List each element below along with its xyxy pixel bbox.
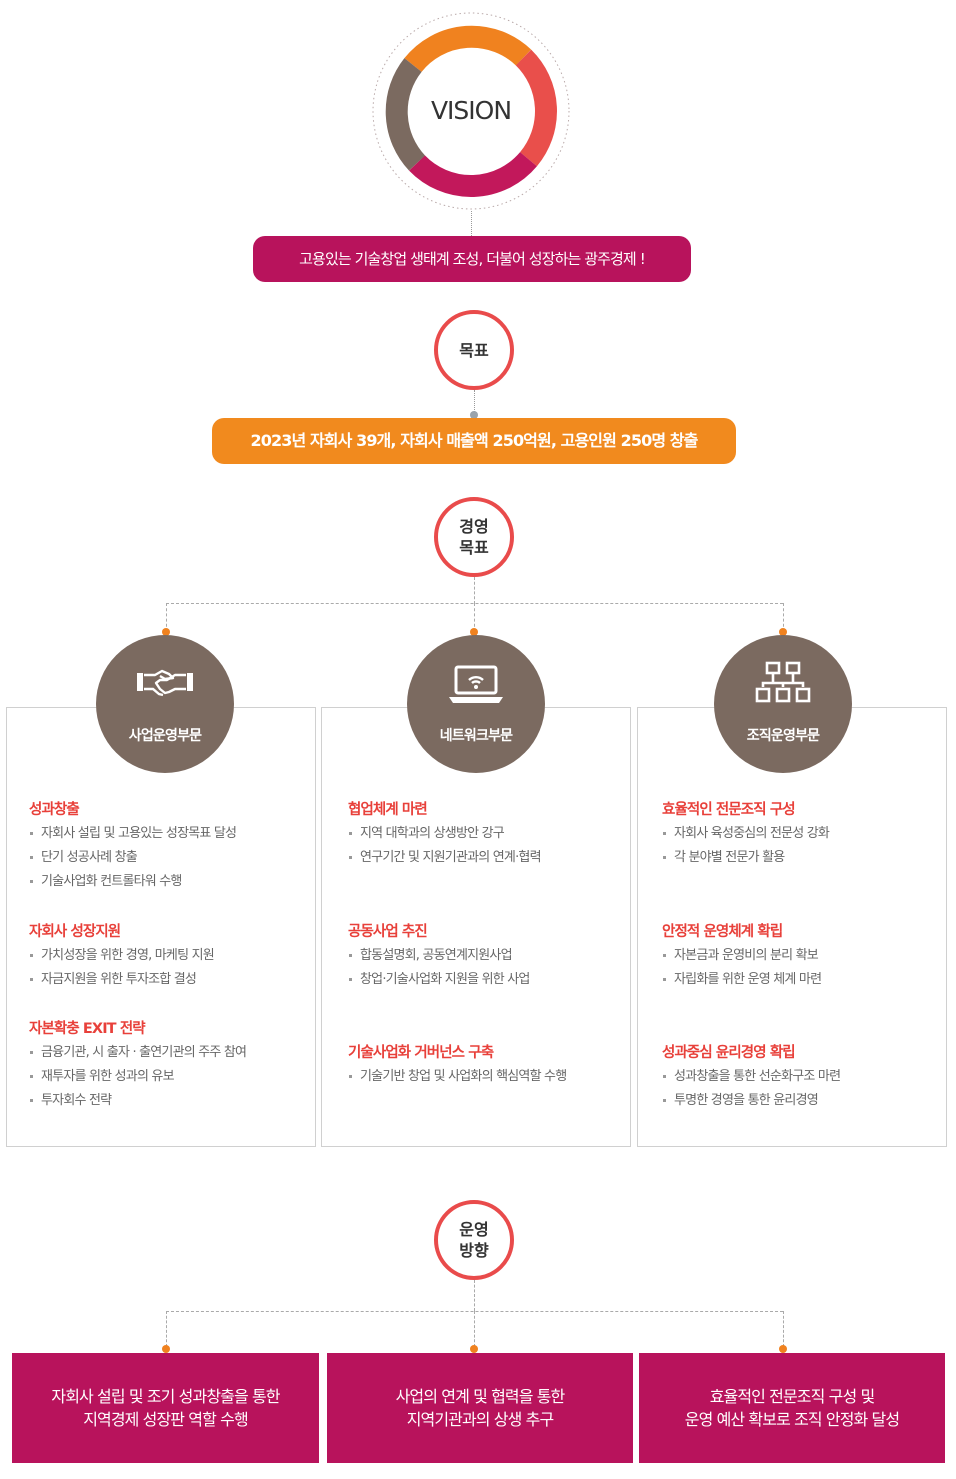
list-item: 기술사업화 컨트롤타워 수행 <box>29 873 236 897</box>
list-item: 창업·기술사업화 지원을 위한 사업 <box>348 971 530 995</box>
vision-ring <box>372 12 570 210</box>
management-goal-line1: 경영 <box>459 517 489 536</box>
section-block: 효율적인 전문조직 구성 자회사 육성중심의 전문성 강화 각 분야별 전문가 … <box>662 798 830 873</box>
connector <box>474 390 475 418</box>
connector <box>166 1311 167 1347</box>
management-goal-circle: 경영 목표 <box>434 497 514 577</box>
connector <box>166 603 167 632</box>
section-heading: 기술사업화 거버넌스 구축 <box>348 1045 494 1061</box>
section-block: 자본확충 EXIT 전략 금융기관, 시 출자 · 출연기관의 주주 참여 재투… <box>29 1017 247 1116</box>
org-chart-icon <box>714 661 852 709</box>
operation-direction-line1: 운영 <box>459 1220 489 1239</box>
goal-statement: 2023년 자회사 39개, 자회사 매출액 250억원, 고용인원 250명 … <box>212 418 736 464</box>
direction-line: 자회사 설립 및 조기 성과창출을 통한 <box>51 1387 280 1406</box>
connector-node <box>779 628 787 636</box>
section-heading: 안정적 운영체계 확립 <box>662 924 783 940</box>
connector-node <box>470 628 478 636</box>
laptop-wifi-icon <box>407 665 545 705</box>
connector-node <box>779 1345 787 1353</box>
list-item: 지역 대학과의 상생방안 강구 <box>348 825 541 849</box>
list-item: 자회사 육성중심의 전문성 강화 <box>662 825 830 849</box>
connector <box>474 1311 475 1347</box>
section-heading: 성과중심 윤리경영 확립 <box>662 1045 796 1061</box>
handshake-icon <box>96 665 234 705</box>
list-item: 자회사 설립 및 고용있는 성장목표 달성 <box>29 825 237 849</box>
section-heading: 공동사업 추진 <box>348 924 428 940</box>
list-item: 합동설명회, 공동연계지원사업 <box>348 947 530 971</box>
connector <box>471 211 472 236</box>
list-item: 자립화를 위한 운영 체계 마련 <box>662 971 822 995</box>
direction-line: 지역기관과의 상생 추구 <box>406 1410 554 1429</box>
list-item: 자본금과 운영비의 분리 확보 <box>662 947 821 971</box>
connector-node <box>162 1345 170 1353</box>
direction-line: 사업의 연계 및 협력을 통한 <box>395 1387 566 1406</box>
section-block: 안정적 운영체계 확립 자본금과 운영비의 분리 확보 자립화를 위한 운영 체… <box>662 920 822 995</box>
list-item: 성과창출을 통한 선순화구조 마련 <box>662 1068 841 1092</box>
section-heading: 협업체계 마련 <box>348 802 428 818</box>
direction-box: 사업의 연계 및 협력을 통한 지역기관과의 상생 추구 <box>327 1353 633 1463</box>
goal-circle-label: 목표 <box>459 340 489 360</box>
department-card-network <box>321 707 631 1147</box>
list-item: 자금지원을 위한 투자조합 결성 <box>29 971 214 995</box>
section-block: 자회사 성장지원 가치성장을 위한 경영, 마케팅 지원 자금지원을 위한 투자… <box>29 920 215 995</box>
goal-circle: 목표 <box>434 310 514 390</box>
section-heading: 효율적인 전문조직 구성 <box>662 802 796 818</box>
section-heading: 자회사 성장지원 <box>29 924 121 940</box>
department-circle-business: 사업운영부문 <box>96 635 234 773</box>
section-heading: 자본확충 EXIT 전략 <box>29 1021 146 1037</box>
direction-box: 자회사 설립 및 조기 성과창출을 통한 지역경제 성장판 역할 수행 <box>12 1353 319 1463</box>
vision-label: VISION <box>430 96 512 125</box>
list-item: 기술기반 창업 및 사업화의 핵심역할 수행 <box>348 1068 567 1092</box>
management-goal-line2: 목표 <box>459 538 489 557</box>
list-item: 가치성장을 위한 경영, 마케팅 지원 <box>29 947 215 971</box>
list-item: 재투자를 위한 성과의 유보 <box>29 1068 246 1092</box>
section-block: 공동사업 추진 합동설명회, 공동연계지원사업 창업·기술사업화 지원을 위한 … <box>348 920 530 995</box>
list-item: 단기 성공사례 창출 <box>29 849 236 873</box>
connector <box>474 1280 475 1311</box>
list-item: 각 분야별 전문가 활용 <box>662 849 829 873</box>
direction-box: 효율적인 전문조직 구성 및 운영 예산 확보로 조직 안정화 달성 <box>639 1353 945 1463</box>
department-card-organization <box>637 707 947 1147</box>
list-item: 금융기관, 시 출자 · 출연기관의 주주 참여 <box>29 1044 247 1068</box>
department-circle-network: 네트워크부문 <box>407 635 545 773</box>
connector <box>783 1311 784 1347</box>
department-name: 네트워크부문 <box>439 728 513 744</box>
direction-line: 효율적인 전문조직 구성 및 <box>709 1387 875 1406</box>
section-block: 협업체계 마련 지역 대학과의 상생방안 강구 연구기간 및 지원기관과의 연계… <box>348 798 542 873</box>
department-circle-organization: 조직운영부문 <box>714 635 852 773</box>
connector-node <box>470 411 478 419</box>
department-name: 조직운영부문 <box>746 728 820 744</box>
direction-line: 지역경제 성장판 역할 수행 <box>83 1410 248 1429</box>
connector-node <box>162 628 170 636</box>
section-block: 성과창출 자회사 설립 및 고용있는 성장목표 달성 단기 성공사례 창출 기술… <box>29 798 237 897</box>
connector <box>474 603 475 632</box>
department-name: 사업운영부문 <box>128 728 202 744</box>
section-block: 기술사업화 거버넌스 구축 기술기반 창업 및 사업화의 핵심역할 수행 <box>348 1041 567 1092</box>
section-block: 성과중심 윤리경영 확립 성과창출을 통한 선순화구조 마련 투명한 경영을 통… <box>662 1041 841 1116</box>
connector-node <box>470 1345 478 1353</box>
list-item: 투자회수 전략 <box>29 1092 246 1116</box>
operation-direction-line2: 방향 <box>459 1241 489 1260</box>
vision-statement: 고용있는 기술창업 생태계 조성, 더불어 성장하는 광주경제 ! <box>253 236 691 282</box>
list-item: 투명한 경영을 통한 윤리경영 <box>662 1092 840 1116</box>
list-item: 연구기간 및 지원기관과의 연계·협력 <box>348 849 542 873</box>
section-heading: 성과창출 <box>29 802 80 818</box>
connector <box>783 603 784 632</box>
operation-direction-circle: 운영 방향 <box>434 1200 514 1280</box>
direction-line: 운영 예산 확보로 조직 안정화 달성 <box>684 1410 900 1429</box>
connector <box>474 577 475 604</box>
